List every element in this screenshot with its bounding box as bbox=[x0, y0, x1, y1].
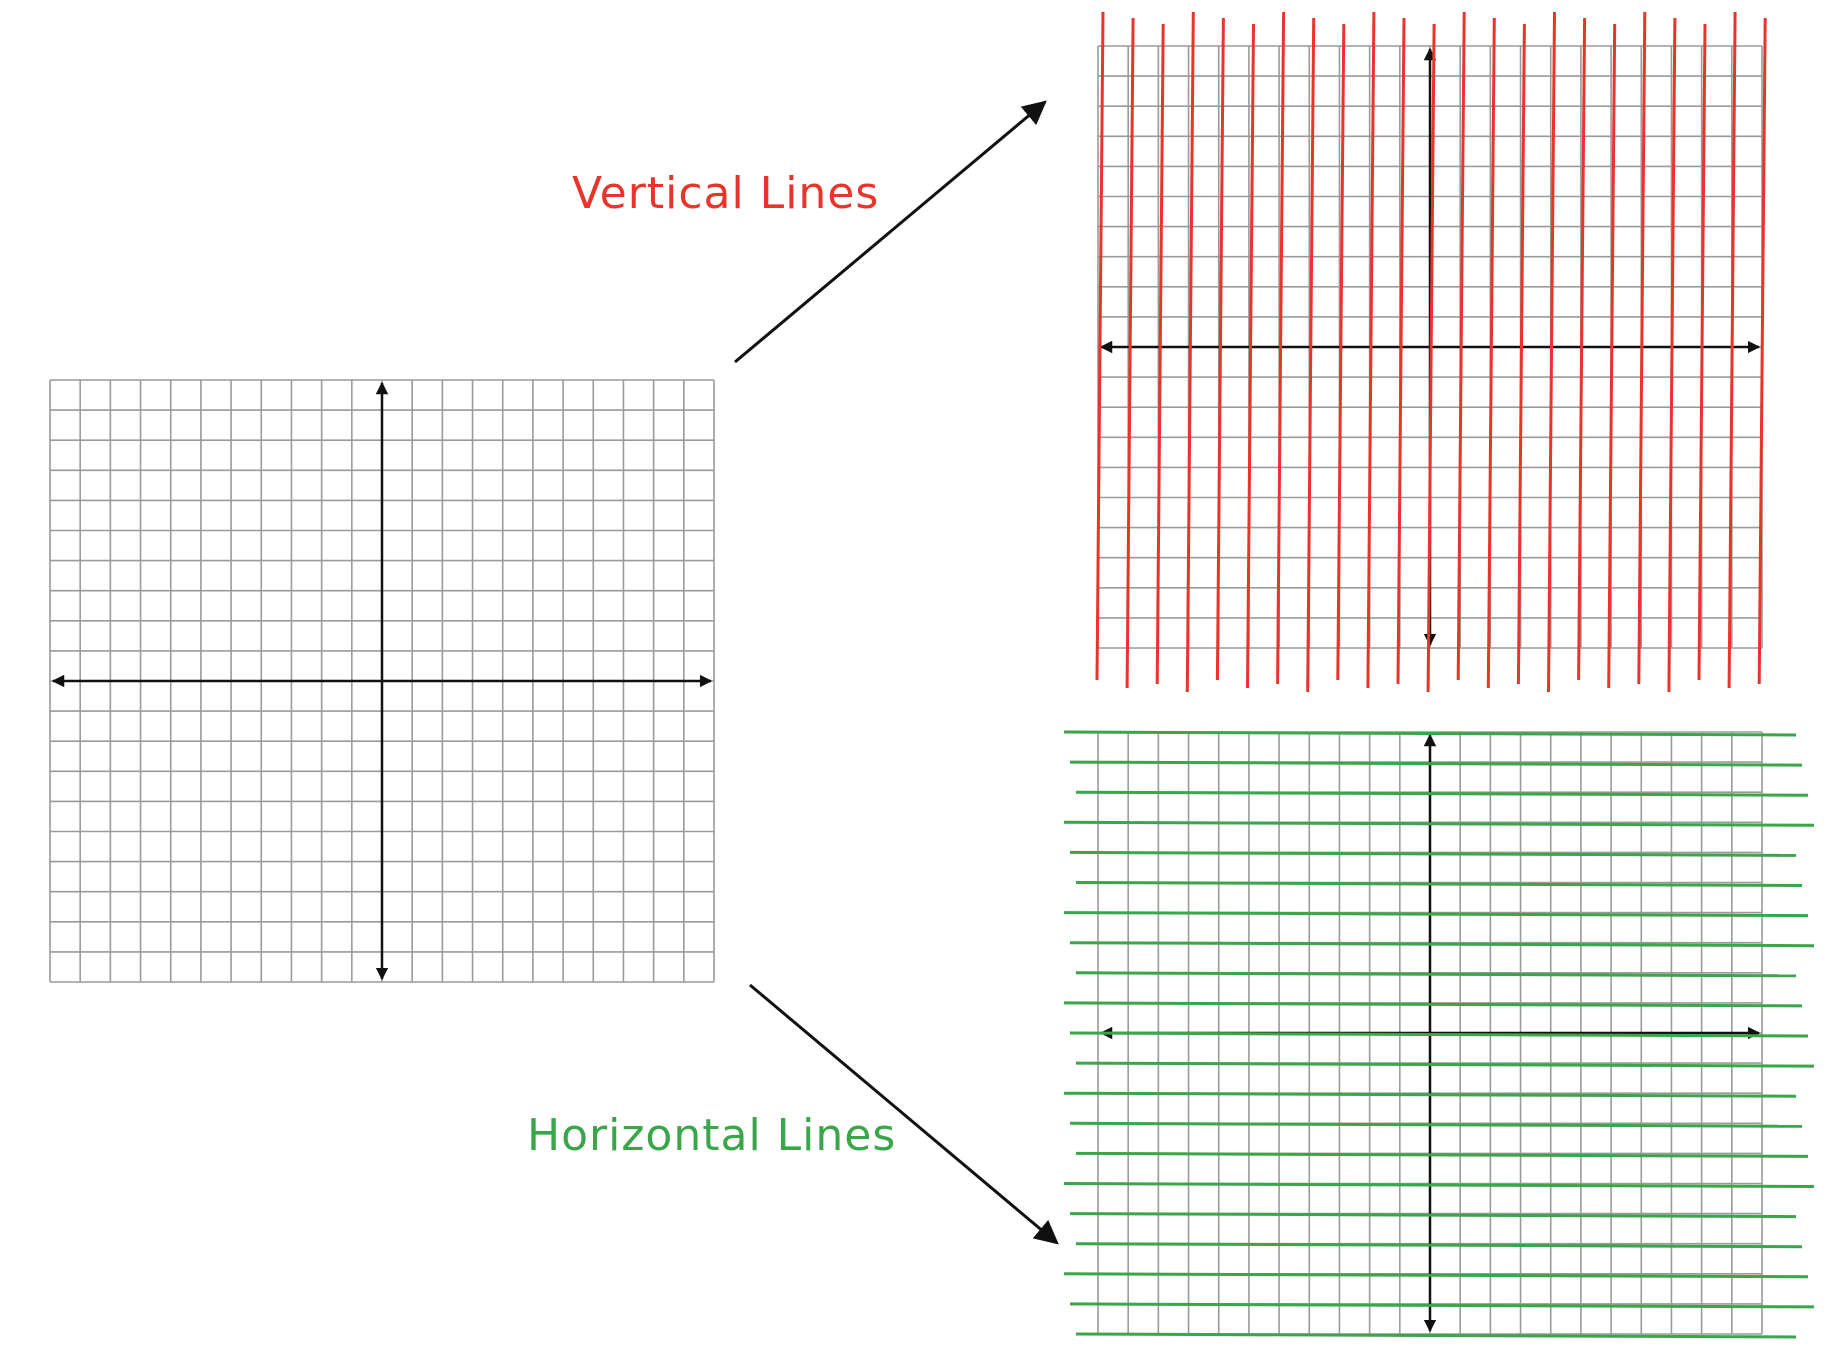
vertical-red-line bbox=[1246, 23, 1255, 689]
horizontal-green-line bbox=[1063, 1182, 1815, 1188]
horizontal-green-line bbox=[1069, 1302, 1815, 1309]
horizontal-green-line bbox=[1075, 971, 1797, 978]
vertical-red-line bbox=[1456, 11, 1466, 681]
vertical-red-line bbox=[1366, 11, 1376, 689]
horizontal-green-line bbox=[1063, 1001, 1803, 1008]
vertical-red-line bbox=[1276, 11, 1286, 685]
vertical-red-line bbox=[1155, 23, 1165, 685]
vertical-red-line bbox=[1516, 23, 1526, 685]
horizontal-green-line bbox=[1075, 1242, 1803, 1249]
horizontal-green-line bbox=[1069, 1212, 1797, 1219]
vertical-red-line bbox=[1396, 17, 1406, 685]
vertical-red-line bbox=[1697, 23, 1707, 681]
horizontal-green-line bbox=[1069, 850, 1797, 857]
vertical-red-line bbox=[1125, 17, 1135, 689]
horizontal-green-line bbox=[1075, 881, 1803, 887]
horizontal-green-line bbox=[1063, 1272, 1809, 1279]
horizontal-green-line bbox=[1075, 1151, 1809, 1158]
vertical-red-line bbox=[1095, 11, 1105, 681]
vertical-red-line bbox=[1185, 11, 1195, 693]
vertical-red-line bbox=[1486, 17, 1496, 689]
horizontal-green-line bbox=[1069, 760, 1803, 767]
vertical-red-line bbox=[1306, 17, 1316, 693]
vertical-red-line bbox=[1426, 23, 1436, 693]
arrow-to-horizontal bbox=[749, 983, 1059, 1245]
horizontal-green-line bbox=[1075, 1061, 1815, 1068]
vertical-red-line bbox=[1547, 11, 1556, 693]
vertical-red-line bbox=[1757, 17, 1767, 685]
vertical-red-line bbox=[1607, 23, 1617, 689]
horizontal-green-line bbox=[1075, 1332, 1797, 1339]
horizontal-green-line bbox=[1063, 1091, 1797, 1098]
vertical-red-line bbox=[1667, 17, 1677, 693]
horizontal-green-line bbox=[1075, 790, 1809, 797]
vertical-red-line bbox=[1727, 11, 1737, 689]
source-coordinate-grid bbox=[49, 379, 715, 983]
horizontal-green-line bbox=[1063, 820, 1815, 827]
vertical-red-line bbox=[1215, 17, 1225, 681]
horizontal-green-lines bbox=[1063, 730, 1815, 1339]
horizontal-green-line bbox=[1069, 941, 1815, 948]
vertical-lines-label: Vertical Lines bbox=[572, 168, 879, 219]
horizontal-green-line bbox=[1063, 911, 1809, 918]
arrow-to-vertical bbox=[734, 100, 1047, 364]
horizontal-lines-label: Horizontal Lines bbox=[527, 1110, 896, 1161]
horizontal-green-line bbox=[1069, 1031, 1809, 1038]
horizontal-green-line bbox=[1063, 730, 1797, 737]
vertical-red-lines bbox=[1095, 11, 1767, 693]
vertical-red-line bbox=[1336, 23, 1346, 681]
vertical-red-line bbox=[1577, 17, 1587, 681]
horizontal-green-line bbox=[1069, 1121, 1803, 1128]
vertical-red-line bbox=[1637, 11, 1647, 685]
